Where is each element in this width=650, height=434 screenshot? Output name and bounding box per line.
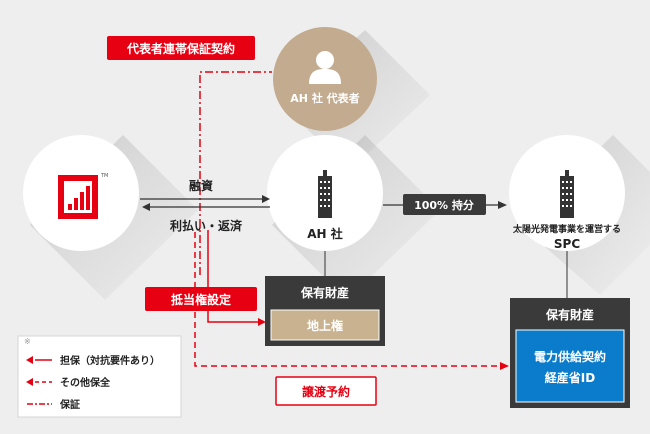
investment-label: 100% 持分 [414, 198, 474, 212]
building-icon-spc [560, 170, 574, 218]
ah-assets-box [265, 276, 385, 346]
spc-description-label: 太陽光発電事業を運営する [512, 223, 621, 235]
ah-assets-title: 保有財産 [300, 285, 349, 300]
legend-item-guarantee: 保証 [59, 398, 80, 411]
surface-right-label: 地上権 [307, 318, 343, 333]
mortgage-tag [145, 287, 257, 311]
lender-logo-icon [58, 175, 98, 219]
lender-logo-mark: TM [100, 173, 108, 179]
repayment-arrowhead [142, 203, 150, 211]
person-icon [309, 51, 341, 84]
spc-label: SPC [554, 237, 580, 251]
guarantee-line [199, 71, 272, 275]
spc-assets-box [510, 298, 630, 408]
legend: ※ 担保（対抗要件あり） その他保全 保証 [17, 335, 182, 418]
financing-label: 融資 [189, 178, 213, 193]
guarantee-contract-label: 代表者連帯保証契約 [126, 41, 235, 56]
spc-assets-line1: 電力供給契約 [534, 349, 606, 364]
financing-arrowhead [262, 195, 270, 203]
building-icon-ah [318, 170, 332, 218]
legend-solid-arrowhead [26, 356, 33, 364]
legend-item-collateral: 担保（対抗要件あり） [60, 354, 160, 367]
transfer-reservation-line [194, 232, 500, 367]
mortgage-label: 抵当権設定 [171, 292, 231, 307]
transfer-reservation-arrowhead [500, 362, 509, 370]
legend-dashed-arrowhead [26, 378, 33, 386]
representative-label: AH 社 代表者 [290, 91, 359, 105]
transfer-reservation-tag [275, 376, 377, 406]
investment-arrowhead [498, 201, 507, 209]
legend-note-mark: ※ [24, 337, 31, 346]
guarantee-contract-tag [107, 36, 255, 60]
legend-item-other: その他保全 [60, 376, 111, 389]
investment-tag [403, 194, 486, 215]
mortgage-arrowhead [258, 318, 266, 326]
repayment-label: 利払い・返済 [170, 218, 243, 233]
transfer-reservation-label: 譲渡予約 [302, 384, 350, 399]
spc-assets-title: 保有財産 [545, 307, 594, 322]
mortgage-line [207, 230, 258, 323]
spc-assets-line2: 経産省ID [545, 370, 595, 385]
ah-company-label: AH 社 [307, 226, 343, 241]
